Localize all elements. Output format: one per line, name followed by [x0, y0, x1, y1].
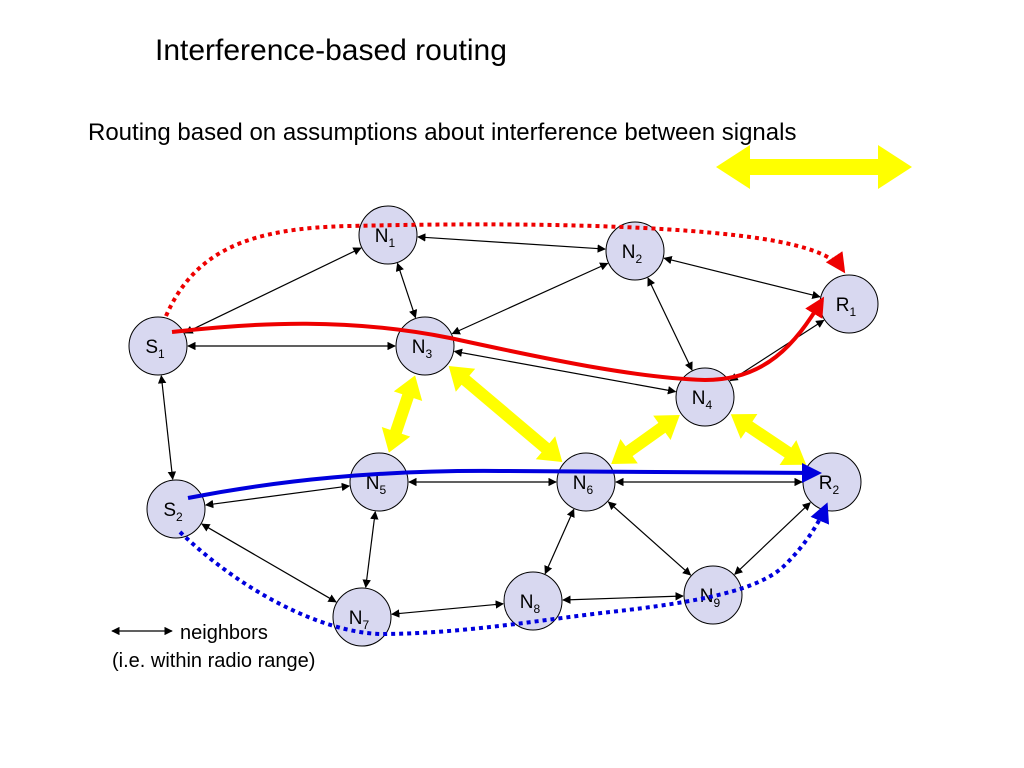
- link-n2-r1: [663, 255, 821, 300]
- interference-arrows: [381, 366, 807, 465]
- link-n3-n4: [453, 348, 677, 395]
- node-label: S1: [145, 337, 165, 361]
- link-s1-n1: [184, 247, 362, 334]
- node-label: N9: [700, 586, 721, 610]
- node-circle: [675, 367, 735, 427]
- node-r2: R2: [802, 452, 862, 512]
- node-label: N6: [573, 473, 594, 497]
- link-n2-n3: [451, 262, 609, 335]
- node-n9: N9: [683, 565, 743, 625]
- node-n2: N2: [605, 221, 665, 281]
- node-n8: N8: [503, 571, 563, 631]
- route-s1-r1-dotted: [164, 222, 846, 317]
- link-s1-s2: [157, 374, 177, 481]
- node-s2: S2: [146, 479, 206, 539]
- node-n6: N6: [556, 452, 616, 512]
- node-label: R1: [836, 295, 857, 319]
- link-n6-n8: [544, 508, 575, 575]
- node-label: N2: [622, 242, 643, 266]
- routes: [164, 222, 846, 637]
- legend-description: (i.e. within radio range): [112, 650, 316, 672]
- node-label: N4: [692, 388, 713, 412]
- node-circle: [332, 587, 392, 647]
- interference-n4-r2: [730, 414, 807, 465]
- link-n7-n8: [391, 600, 504, 618]
- node-n5: N5: [349, 452, 409, 512]
- node-n1: N1: [358, 205, 418, 265]
- route-s2-r2-solid: [187, 462, 822, 500]
- node-label: N1: [375, 226, 396, 250]
- node-r1: R1: [819, 274, 879, 334]
- node-label: R2: [819, 473, 840, 497]
- interference-n3-n6: [448, 366, 563, 462]
- route-s1-r1-solid: [171, 296, 825, 383]
- node-circle: [349, 452, 409, 512]
- node-circle: [146, 479, 206, 539]
- interference-legend-arrow: [716, 145, 912, 189]
- node-circle: [128, 316, 188, 376]
- link-n5-n7: [362, 510, 379, 589]
- slide-subtitle: Routing based on assumptions about inter…: [88, 119, 797, 146]
- node-label: N7: [349, 608, 370, 632]
- node-n7: N7: [332, 587, 392, 647]
- link-s2-n5: [204, 482, 351, 509]
- link-n9-r2: [734, 502, 811, 575]
- interference-n3-n5: [381, 375, 423, 453]
- link-n4-r1: [729, 319, 825, 382]
- node-label: N3: [412, 337, 433, 361]
- legend-label: neighbors: [180, 622, 268, 644]
- interference-legend-arrow-shape: [716, 145, 912, 189]
- node-label: N5: [366, 473, 387, 497]
- link-s2-n7: [201, 523, 337, 603]
- route-s2-r2-dotted: [178, 502, 830, 637]
- node-label: S2: [163, 500, 183, 524]
- link-n2-n4: [647, 277, 693, 371]
- slide-title: Interference-based routing: [155, 34, 507, 67]
- node-circle: [556, 452, 616, 512]
- node-label: N8: [520, 592, 541, 616]
- node-n4: N4: [675, 367, 735, 427]
- node-n3: N3: [395, 316, 455, 376]
- node-s1: S1: [128, 316, 188, 376]
- node-circle: [605, 221, 665, 281]
- link-n1-n2: [417, 233, 606, 253]
- neighbor-links: [157, 233, 825, 618]
- link-n1-n3: [395, 262, 418, 319]
- node-circle: [358, 205, 418, 265]
- node-circle: [503, 571, 563, 631]
- link-n6-n9: [607, 501, 692, 576]
- interference-n4-n6: [611, 415, 680, 464]
- link-n8-n9: [562, 592, 684, 604]
- node-circle: [683, 565, 743, 625]
